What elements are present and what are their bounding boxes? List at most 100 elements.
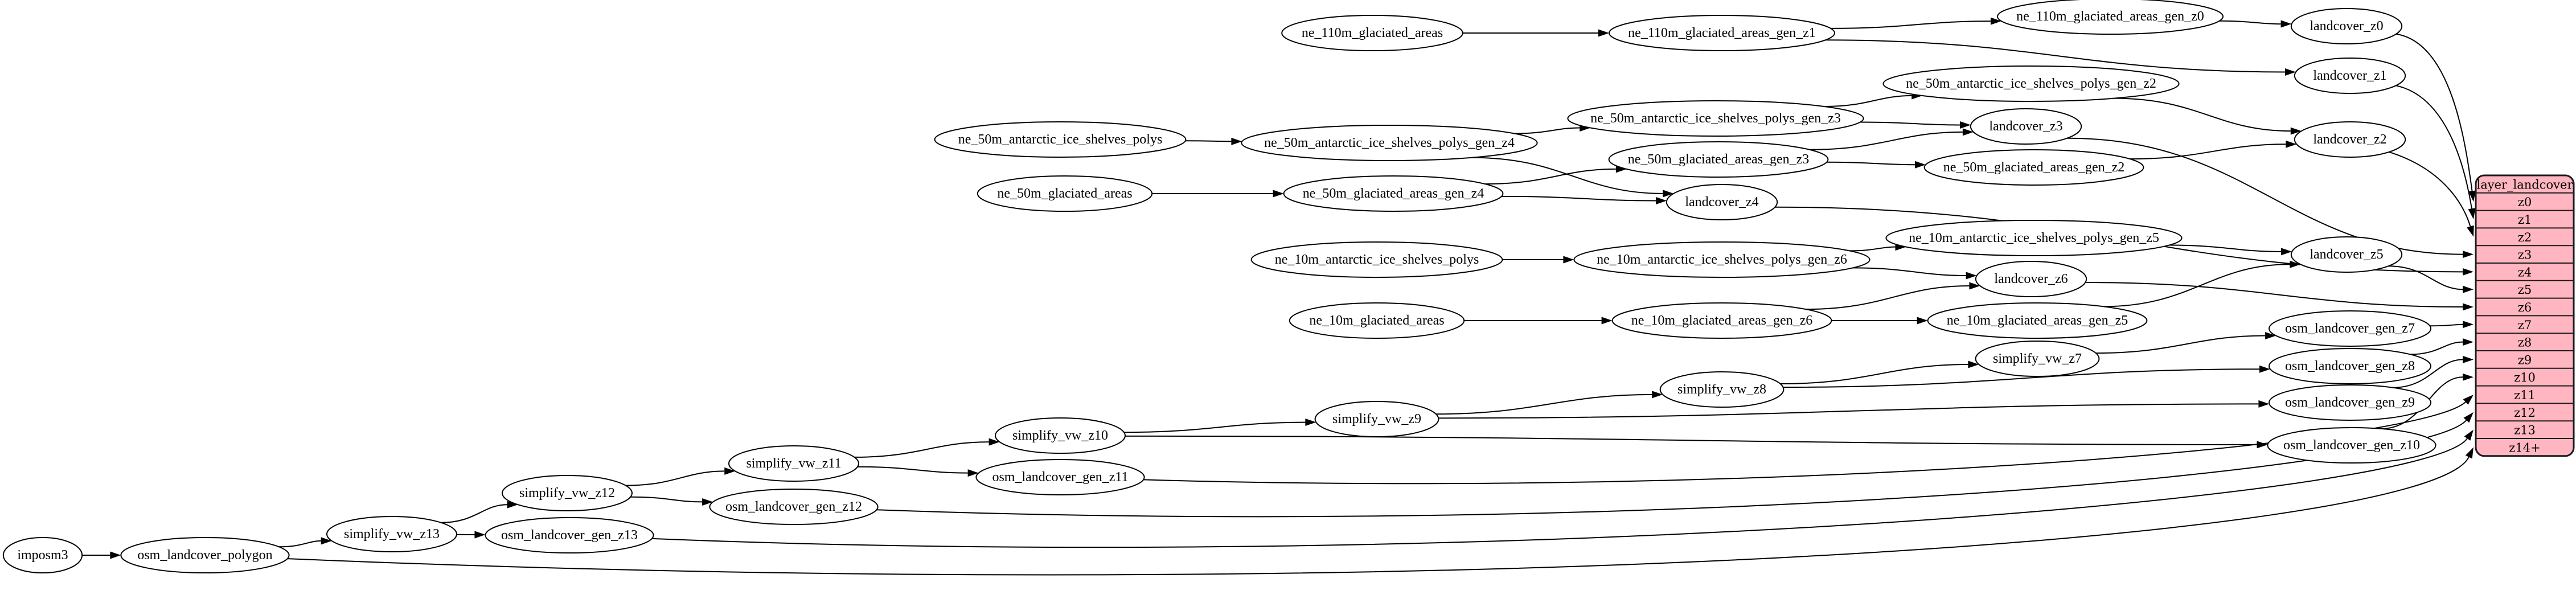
node-ellipse-osm_landcover_gen_z11 [975,459,1145,495]
node-label-osm_landcover_gen_z9: osm_landcover_gen_z9 [2285,395,2415,410]
node-ne_110m_glaciated_areas_gen_z0: ne_110m_glaciated_areas_gen_z0 [1997,0,2224,35]
node-ellipse-ne_110m_glaciated_areas_gen_z0 [1997,0,2224,35]
node-ne_110m_glaciated_areas_gen_z1: ne_110m_glaciated_areas_gen_z1 [1609,15,1835,51]
node-ellipse-osm_landcover_gen_z13 [485,517,654,553]
arrowhead-ne_10m_glaciated_areas-to-ne_10m_glaciated_areas_gen_z6 [1601,317,1613,325]
node-label-ne_10m_glaciated_areas_gen_z6: ne_10m_glaciated_areas_gen_z6 [1631,313,1813,328]
node-ne_50m_antarctic_ice_shelves_polys: ne_50m_antarctic_ice_shelves_polys [934,121,1187,158]
nodes-layer: imposm3 osm_landcover_polygon simplify_vw_… [2,0,2436,573]
node-osm_landcover_gen_z9: osm_landcover_gen_z9 [2269,384,2431,421]
node-label-ne_50m_antarctic_ice_shelves_polys_gen_z2: ne_50m_antarctic_ice_shelves_polys_gen_z… [1906,76,2156,91]
node-ellipse-simplify_vw_z8 [1659,371,1785,408]
node-label-landcover_z1: landcover_z1 [2313,68,2386,83]
node-label-landcover_z0: landcover_z0 [2310,19,2383,34]
table-row-z7: z7 [2518,318,2532,332]
node-label-ne_10m_glaciated_areas: ne_10m_glaciated_areas [1309,313,1444,328]
arrowhead-ne_10m_antarctic_ice_shelves_polys-to-ne_10m_antarctic_ice_shelves_polys_gen_z6 [1563,256,1574,264]
edge-ne_50m_antarctic_ice_shelves_polys_gen_z3-to-ne_50m_antarctic_ice_shelves_polys_gen_z2 [1824,95,1912,107]
node-label-ne_50m_glaciated_areas_gen_z3: ne_50m_glaciated_areas_gen_z3 [1628,152,1810,167]
arrowhead-ne_50m_antarctic_ice_shelves_polys_gen_z2-to-landcover_z2 [2290,127,2302,135]
node-label-ne_110m_glaciated_areas_gen_z1: ne_110m_glaciated_areas_gen_z1 [1628,26,1816,40]
table-layer-landcover: layer_landcoverz0z1z2z3z4z5z6z7z8z9z10z1… [2475,174,2575,457]
edge-ne_10m_glaciated_areas_gen_z5-to-landcover_z5 [2103,264,2290,307]
node-label-osm_landcover_gen_z12: osm_landcover_gen_z12 [725,499,862,514]
edge-osm_landcover_gen_z7-to-z7 [2430,323,2463,327]
node-ne_10m_glaciated_areas: ne_10m_glaciated_areas [1289,302,1465,339]
node-label-osm_landcover_polygon: osm_landcover_polygon [137,548,272,563]
arrowhead-ne_10m_antarctic_ice_shelves_polys_gen_z6-to-landcover_z6 [1966,272,1977,280]
table-row-z2: z2 [2518,231,2532,244]
node-osm_landcover_gen_z13: osm_landcover_gen_z13 [485,517,654,553]
edge-landcover_z1-to-z1 [2395,85,2472,209]
arrowhead-simplify_vw_z8-to-osm_landcover_gen_z8 [2259,365,2271,373]
node-ne_50m_antarctic_ice_shelves_polys_gen_z3: ne_50m_antarctic_ice_shelves_polys_gen_z… [1567,100,1864,137]
arrowhead-ne_50m_glaciated_areas_gen_z2-to-landcover_z2 [2286,140,2297,148]
edge-ne_50m_glaciated_areas_gen_z4-to-landcover_z4 [1501,195,1656,202]
node-label-osm_landcover_gen_z13: osm_landcover_gen_z13 [501,528,638,543]
arrowhead-simplify_vw_z12-to-simplify_vw_z11 [724,467,736,475]
node-label-ne_10m_glaciated_areas_gen_z5: ne_10m_glaciated_areas_gen_z5 [1947,313,2128,328]
node-label-landcover_z6: landcover_z6 [1994,272,2068,286]
node-ellipse-landcover_z1 [2294,58,2406,94]
table-row-z4: z4 [2518,265,2532,279]
arrowhead-ne_50m_antarctic_ice_shelves_polys-to-ne_50m_antarctic_ice_shelves_polys_gen_z4 [1231,137,1242,145]
node-ne_50m_glaciated_areas_gen_z4: ne_50m_glaciated_areas_gen_z4 [1283,175,1504,212]
arrowhead-ne_50m_glaciated_areas_gen_z3-to-ne_50m_glaciated_areas_gen_z2 [1914,161,1926,169]
arrowhead-osm_landcover_gen_z11-to-z11 [2463,395,2474,405]
edge-landcover_z5-to-z5 [2388,265,2463,290]
edge-simplify_vw_z11-to-simplify_vw_z10 [854,441,989,458]
node-simplify_vw_z9: simplify_vw_z9 [1314,401,1439,437]
node-ellipse-simplify_vw_z9 [1314,401,1439,437]
node-ellipse-landcover_z3 [1970,108,2082,145]
node-landcover_z0: landcover_z0 [2290,8,2403,44]
node-label-osm_landcover_gen_z10: osm_landcover_gen_z10 [2283,438,2420,453]
node-imposm3: imposm3 [2,537,83,573]
node-ellipse-osm_landcover_gen_z10 [2267,427,2436,464]
node-ellipse-simplify_vw_z7 [1975,341,2100,377]
node-label-osm_landcover_gen_z7: osm_landcover_gen_z7 [2285,321,2415,336]
table-title: layer_landcover [2476,178,2573,191]
edge-ne_50m_glaciated_areas_gen_z2-to-landcover_z2 [2130,143,2286,160]
edge-osm_landcover_gen_z9-to-z9 [2393,359,2463,388]
edge-simplify_vw_z9-to-osm_landcover_gen_z9 [1438,403,2259,419]
node-ne_10m_antarctic_ice_shelves_polys_gen_z6: ne_10m_antarctic_ice_shelves_polys_gen_z… [1573,241,1871,278]
arrowhead-ne_110m_glaciated_areas_gen_z0-to-landcover_z0 [2280,20,2292,28]
arrowhead-ne_110m_glaciated_areas_gen_z1-to-landcover_z1 [2284,68,2296,76]
node-label-ne_50m_antarctic_ice_shelves_polys_gen_z3: ne_50m_antarctic_ice_shelves_polys_gen_z… [1590,111,1841,126]
node-osm_landcover_gen_z7: osm_landcover_gen_z7 [2269,310,2431,347]
node-ellipse-landcover_z5 [2290,236,2403,273]
node-ne_110m_glaciated_areas: ne_110m_glaciated_areas [1281,15,1463,51]
node-ellipse-ne_10m_antarctic_ice_shelves_polys_gen_z5 [1885,220,2183,256]
node-ellipse-ne_50m_antarctic_ice_shelves_polys [934,121,1187,158]
node-ellipse-ne_110m_glaciated_areas [1281,15,1463,51]
arrowhead-simplify_vw_z12-to-osm_landcover_gen_z12 [702,498,713,506]
node-ellipse-ne_50m_glaciated_areas_gen_z2 [1923,149,2144,186]
node-ellipse-simplify_vw_z12 [502,475,633,511]
edge-ne_10m_antarctic_ice_shelves_polys_gen_z5-to-landcover_z5 [2169,244,2282,252]
arrowhead-simplify_vw_z13-to-osm_landcover_gen_z13 [474,531,486,539]
edge-ne_110m_glaciated_areas_gen_z0-to-landcover_z0 [2219,20,2281,25]
node-osm_landcover_polygon: osm_landcover_polygon [120,537,290,573]
arrowhead-simplify_vw_z7-to-osm_landcover_gen_z7 [2265,332,2276,340]
node-landcover_z6: landcover_z6 [1975,261,2087,297]
node-ne_50m_glaciated_areas_gen_z2: ne_50m_glaciated_areas_gen_z2 [1923,149,2144,186]
arrowhead-ne_50m_antarctic_ice_shelves_polys_gen_z3-to-landcover_z3 [1960,121,1971,129]
node-ne_50m_antarctic_ice_shelves_polys_gen_z2: ne_50m_antarctic_ice_shelves_polys_gen_z… [1882,65,2180,102]
arrowhead-simplify_vw_z10-to-osm_landcover_gen_z10 [2257,441,2268,449]
node-label-ne_10m_antarctic_ice_shelves_polys_gen_z6: ne_10m_antarctic_ice_shelves_polys_gen_z… [1597,252,1847,267]
node-ellipse-ne_50m_glaciated_areas_gen_z3 [1608,141,1829,178]
arrowhead-simplify_vw_z11-to-simplify_vw_z10 [988,438,1000,446]
node-simplify_vw_z13: simplify_vw_z13 [326,516,457,552]
table-row-z9: z9 [2518,353,2532,367]
node-landcover_z5: landcover_z5 [2290,236,2403,273]
arrowhead-osm_landcover_gen_z10-to-z10 [2463,373,2474,381]
edge-ne_50m_glaciated_areas_gen_z4-to-ne_50m_glaciated_areas_gen_z3 [1485,168,1616,185]
arrowhead-ne_110m_glaciated_areas-to-ne_110m_glaciated_areas_gen_z1 [1598,29,1609,37]
arrowhead-simplify_vw_z10-to-simplify_vw_z9 [1305,419,1316,427]
node-simplify_vw_z12: simplify_vw_z12 [502,475,633,511]
node-label-simplify_vw_z10: simplify_vw_z10 [1012,428,1108,443]
node-ne_50m_glaciated_areas: ne_50m_glaciated_areas [977,175,1153,212]
table-row-z13: z13 [2514,424,2536,437]
node-label-simplify_vw_z12: simplify_vw_z12 [519,486,615,501]
edge-ne_50m_glaciated_areas_gen_z3-to-ne_50m_glaciated_areas_gen_z2 [1827,161,1915,166]
